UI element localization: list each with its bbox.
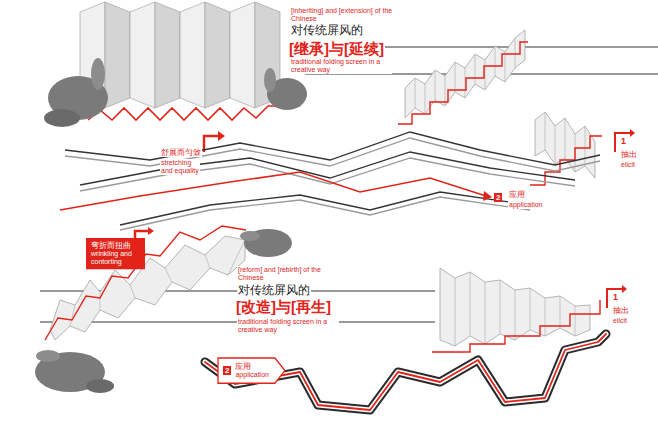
node-text: 弯折而扭曲 xyxy=(91,241,139,250)
abstract-line xyxy=(80,158,575,191)
arrow-head xyxy=(622,285,627,293)
label-holder: [继承]与[延续] xyxy=(288,40,385,57)
crumpled-screen xyxy=(50,236,245,340)
stair-screen xyxy=(405,30,525,118)
screen-panel xyxy=(180,2,205,108)
subtitle-english: traditional folding screen in a creative… xyxy=(237,318,339,334)
tag-arrow xyxy=(135,231,149,238)
heading-chinese: 对传统屏风的 xyxy=(237,284,311,298)
step-english: application xyxy=(508,201,543,209)
path-inner xyxy=(205,334,606,410)
label-holder: traditional folding screen in a creative… xyxy=(237,318,339,334)
step-chinese: 抽出 xyxy=(612,306,630,315)
label-holder: elicit xyxy=(612,317,628,325)
hand-finger xyxy=(44,109,80,127)
abstract-lines xyxy=(65,132,600,230)
screen-panel xyxy=(230,2,255,108)
hand-thumb xyxy=(264,68,276,92)
screen-panel xyxy=(130,2,155,108)
label-holder: [inheriting] and [extension] of the Chin… xyxy=(290,7,404,23)
title-chinese: [改造]与[再生] xyxy=(235,298,332,315)
label-holder: 2 xyxy=(494,193,502,202)
screen-panel xyxy=(205,2,230,108)
label-holder: elicit xyxy=(620,161,636,169)
hand-finger xyxy=(240,231,260,241)
red-line xyxy=(60,172,486,210)
step-chinese: 应用 xyxy=(508,190,526,199)
red-steps xyxy=(398,42,528,124)
arrow-head xyxy=(483,191,492,201)
step-chinese: 抽出 xyxy=(620,150,638,159)
fold-lines xyxy=(455,272,575,346)
abstract-line xyxy=(80,152,575,185)
tag-fill xyxy=(86,238,145,269)
subtitle-english: traditional folding screen in a creative… xyxy=(290,58,392,74)
abstract-line xyxy=(65,138,600,171)
label-holder: stretching and equality xyxy=(160,159,200,175)
hand-finger xyxy=(86,379,114,393)
label-holder: 1 xyxy=(612,292,619,302)
label-holder: 对传统屏风的 xyxy=(237,284,311,298)
label-holder: 抽出 xyxy=(612,306,630,315)
red-steps xyxy=(530,136,602,185)
right-screen xyxy=(535,112,595,178)
tag-box: 弯折而扭曲wrinkling and contorting xyxy=(86,238,145,269)
title-chinese: [继承]与[延续] xyxy=(288,40,385,57)
label-holder: [reform] and [rebirth] of the Chinese xyxy=(237,266,334,282)
heading-chinese: 对传统屏风的 xyxy=(290,24,364,38)
arrow-head xyxy=(218,131,225,141)
caption-english: stretching and equality xyxy=(160,159,200,175)
label-holder: application xyxy=(508,201,543,209)
arrow-tag: 2 应用application xyxy=(218,358,285,383)
hand xyxy=(240,229,292,257)
callout-number: 1 xyxy=(620,136,627,146)
abstract-line xyxy=(120,197,530,230)
screen-panel xyxy=(155,2,180,108)
arrow-head xyxy=(148,227,154,235)
label-holder: 舒展而匀致 xyxy=(160,148,202,157)
arrow-head xyxy=(630,129,635,137)
hand xyxy=(44,58,108,127)
label-holder: 1 xyxy=(620,136,627,146)
path-outer xyxy=(205,334,606,410)
bottom-screen xyxy=(440,268,590,346)
callout-number: 2 xyxy=(223,366,231,375)
abstract-line xyxy=(120,192,530,225)
label-holder: 对传统屏风的 xyxy=(290,24,364,38)
hand xyxy=(35,350,114,393)
hand xyxy=(264,68,307,110)
step-english: elicit xyxy=(612,317,628,325)
hand-thumb xyxy=(91,58,105,90)
label-holder: 应用 xyxy=(508,190,526,199)
callout-number: 1 xyxy=(612,292,619,302)
winding-path xyxy=(205,334,606,410)
text-column: 应用application xyxy=(235,362,268,379)
node-text: wrinkling and contorting xyxy=(91,250,139,266)
heading-english: [reform] and [rebirth] of the Chinese xyxy=(237,266,334,282)
folded-screen xyxy=(80,2,280,108)
red-steps xyxy=(45,226,246,340)
label-holder: [改造]与[再生] xyxy=(235,298,332,315)
arrow-outline xyxy=(218,358,285,383)
callout-number: 2 xyxy=(494,193,502,202)
red-zigzag xyxy=(88,106,300,120)
hand-finger xyxy=(36,350,60,362)
node-text: 应用 xyxy=(235,362,268,371)
screen-panel xyxy=(105,2,130,108)
fold-lines xyxy=(70,240,245,326)
abstract-line xyxy=(65,132,600,165)
label-holder: traditional folding screen in a creative… xyxy=(290,58,392,74)
heading-english: [inheriting] and [extension] of the Chin… xyxy=(290,7,404,23)
node-text: application xyxy=(235,371,268,379)
path-gap xyxy=(205,334,606,410)
label-holder: 抽出 xyxy=(620,150,638,159)
step-english: elicit xyxy=(620,161,636,169)
caption-chinese: 舒展而匀致 xyxy=(160,148,202,157)
